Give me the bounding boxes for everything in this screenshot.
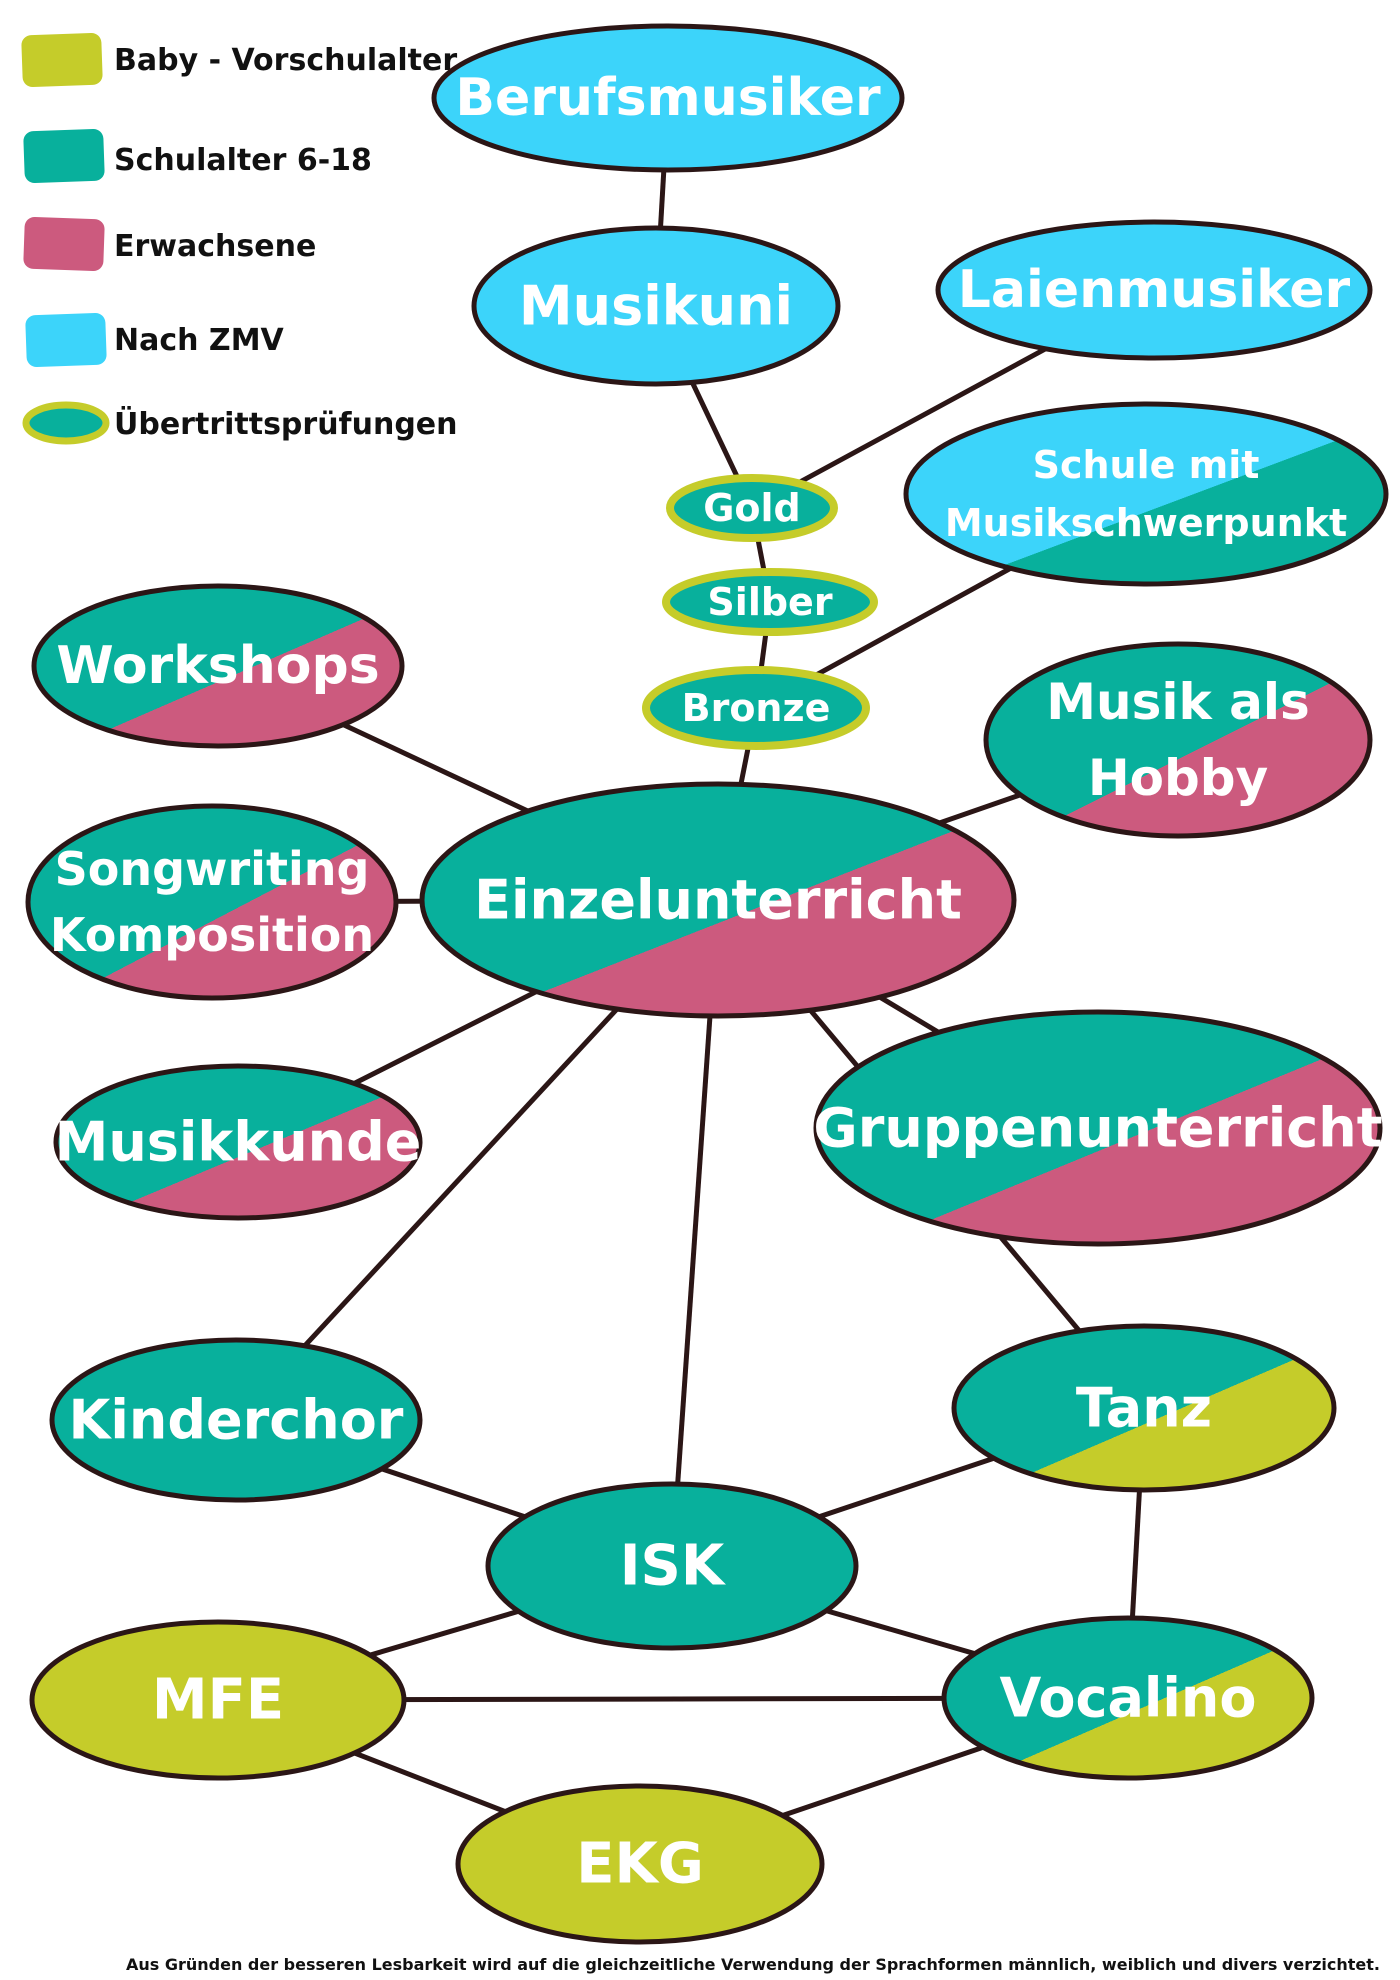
node-tanz: Tanz <box>951 1323 1337 1493</box>
legend-label-baby: Baby - Vorschulalter <box>114 43 457 78</box>
node-shape-gold <box>666 474 838 542</box>
legend-label-adult: Erwachsene <box>114 229 316 264</box>
node-isk: ISK <box>485 1481 859 1651</box>
node-label-workshops: Workshops <box>56 636 379 696</box>
node-shape-berufsmusiker <box>431 23 905 173</box>
node-shape-silber <box>662 568 878 636</box>
node-shape-bronze <box>642 666 870 750</box>
legend-swatch-zmv <box>25 312 107 368</box>
node-shape-isk <box>485 1481 859 1651</box>
node-berufsmusiker: Berufsmusiker <box>431 23 905 173</box>
legend-swatch-adult <box>23 216 105 272</box>
node-shape-musikkunde <box>53 1063 423 1221</box>
node-shape-vocalino <box>941 1615 1315 1781</box>
node-shape-tanz <box>951 1323 1337 1493</box>
node-label-mfe: MFE <box>152 1668 284 1733</box>
node-label-songwriting: Songwriting <box>55 842 370 896</box>
node-musikuni: Musikuni <box>471 225 841 387</box>
node-vocalino: Vocalino <box>941 1615 1315 1781</box>
node-label-musikuni: Musikuni <box>519 275 793 338</box>
legend-label-exam: Übertrittsprüfungen <box>114 405 458 442</box>
node-shape-workshops <box>31 583 405 749</box>
node-label-songwriting: Komposition <box>50 908 374 962</box>
node-shape-einzel <box>419 781 1017 1019</box>
node-laienmusiker: Laienmusiker <box>935 219 1373 361</box>
node-shape-songwriting <box>25 803 399 1001</box>
node-label-hobby: Musik als <box>1046 673 1310 731</box>
node-shape-ekg <box>455 1783 825 1945</box>
node-shape-kinderchor <box>49 1337 423 1503</box>
node-label-ekg: EKG <box>576 1832 704 1897</box>
node-ekg: EKG <box>455 1783 825 1945</box>
node-label-kinderchor: Kinderchor <box>69 1389 404 1452</box>
node-shape-laienmusiker <box>935 219 1373 361</box>
node-kinderchor: Kinderchor <box>49 1337 423 1503</box>
legend-swatch-exam <box>22 401 110 445</box>
node-label-isk: ISK <box>620 1534 727 1599</box>
node-bronze: Bronze <box>642 666 870 750</box>
node-silber: Silber <box>662 568 878 636</box>
legend-swatch-school <box>23 128 105 184</box>
legend-label-school: Schulalter 6-18 <box>114 143 372 178</box>
node-label-berufsmusiker: Berufsmusiker <box>455 68 881 128</box>
node-label-gold: Gold <box>703 486 801 530</box>
node-label-silber: Silber <box>707 580 832 624</box>
node-label-vocalino: Vocalino <box>1000 1667 1257 1730</box>
legend-swatch-baby <box>21 32 103 88</box>
node-mfe: MFE <box>29 1619 407 1781</box>
node-label-gruppen: Gruppenunterricht <box>813 1097 1382 1160</box>
footnote: Aus Gründen der besseren Lesbarkeit wird… <box>125 1955 1380 1974</box>
node-shape-musikuni <box>471 225 841 387</box>
legend-label-zmv: Nach ZMV <box>114 323 285 358</box>
node-label-musikkunde: Musikkunde <box>55 1111 422 1174</box>
node-musikkunde: Musikkunde <box>53 1063 423 1221</box>
node-shape-mfe <box>29 1619 407 1781</box>
node-label-hobby: Hobby <box>1088 749 1268 807</box>
node-shape-gruppen <box>813 1009 1383 1247</box>
node-einzel: Einzelunterricht <box>419 781 1017 1019</box>
node-label-tanz: Tanz <box>1076 1377 1212 1440</box>
node-label-schule: Schule mit <box>1033 443 1260 487</box>
node-shape-hobby <box>983 641 1373 839</box>
legend: Baby - Vorschulalter Schulalter 6-18 Erw… <box>21 32 458 445</box>
node-gruppen: Gruppenunterricht <box>813 1009 1383 1247</box>
node-label-laienmusiker: Laienmusiker <box>958 260 1351 320</box>
node-label-bronze: Bronze <box>682 686 831 730</box>
node-workshops: Workshops <box>31 583 405 749</box>
node-shape-schule <box>903 401 1389 587</box>
node-gold: Gold <box>666 474 838 542</box>
node-label-schule: Musikschwerpunkt <box>945 501 1347 545</box>
node-label-einzel: Einzelunterricht <box>474 869 962 932</box>
